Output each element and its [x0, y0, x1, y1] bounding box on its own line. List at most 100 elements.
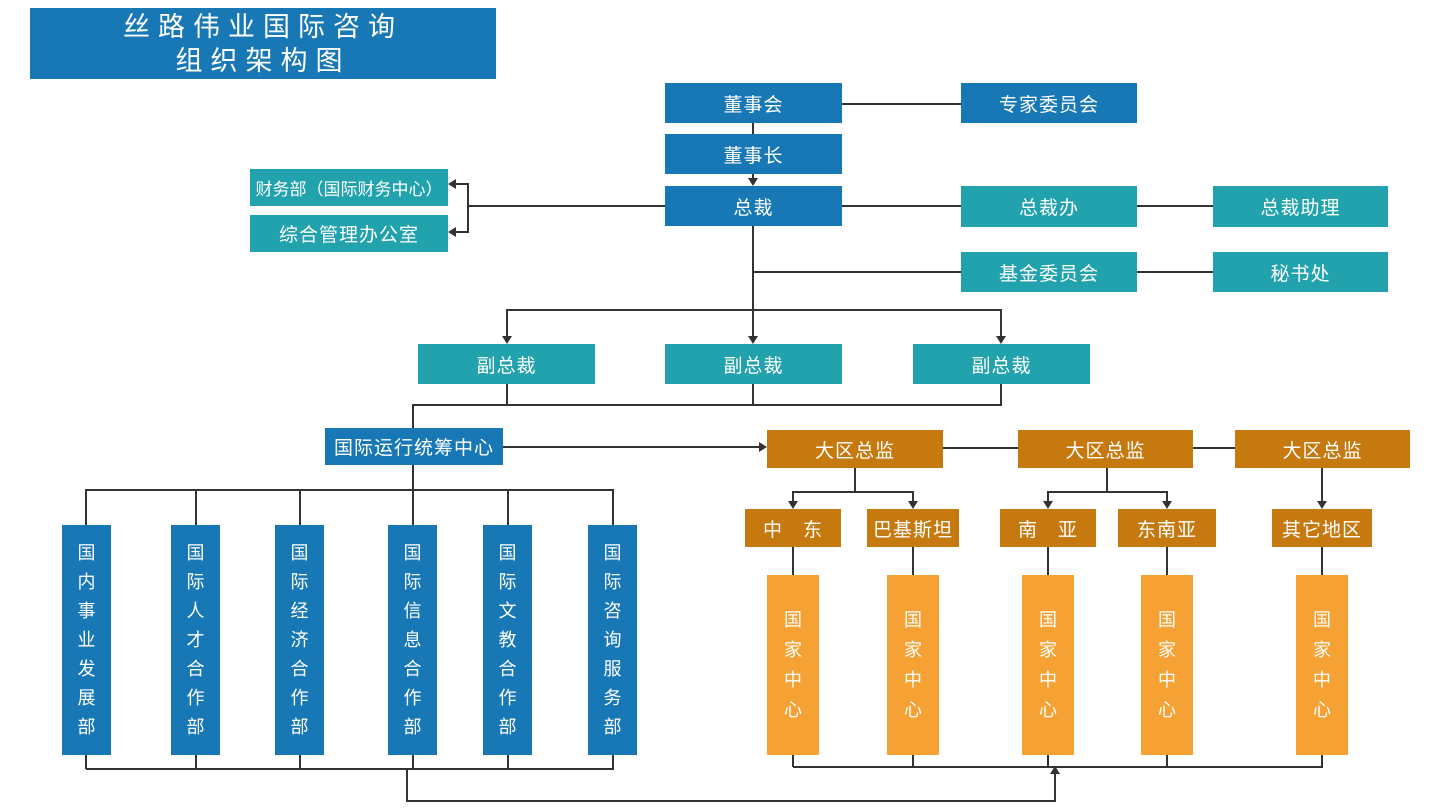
node-dept-intl-information-label: 国际信息合作部	[403, 542, 422, 737]
node-region-middle-east-label: 中 东	[762, 519, 823, 541]
node-dept-intl-consulting: 国际咨询服务部	[588, 525, 637, 755]
node-board: 董事会	[665, 83, 842, 123]
node-expert-committee: 专家委员会	[961, 83, 1137, 123]
node-region-middle-east: 中 东	[745, 509, 841, 547]
node-intl-operation-center: 国际运行统筹中心	[325, 428, 503, 465]
line-left-branch-vertical	[467, 183, 469, 233]
node-vice-president-1-label: 副总裁	[476, 355, 537, 377]
line-cc5-stub	[1321, 755, 1323, 767]
node-vice-president-3-label: 副总裁	[971, 355, 1032, 377]
arrow-into-president	[748, 178, 758, 186]
line-dept5-feed	[507, 489, 509, 525]
node-vice-president-2-label: 副总裁	[723, 355, 784, 377]
node-secretariat: 秘书处	[1213, 252, 1388, 292]
line-region5-cc	[1321, 547, 1323, 575]
node-president-office-label: 总裁办	[1018, 198, 1079, 219]
node-regional-director-1: 大区总监	[767, 430, 943, 468]
line-ops-feed	[412, 404, 414, 428]
line-vp2-stub	[752, 384, 754, 405]
node-intl-operation-center-label: 国际运行统筹中心	[333, 438, 494, 459]
arrow-into-finance	[448, 179, 456, 189]
line-middle-east-stem	[792, 491, 794, 501]
line-dept6-stub	[612, 755, 614, 769]
line-south-asia-stem	[1047, 491, 1049, 501]
line-region1-cc	[792, 547, 794, 575]
arrow-into-regional-director-1	[759, 442, 767, 452]
line-dept6-feed	[612, 489, 614, 525]
line-rd2-rd3	[1193, 447, 1235, 449]
line-president-office	[842, 205, 961, 207]
line-ops-to-regional	[503, 446, 759, 448]
line-dept4-feed	[412, 489, 414, 525]
node-region-south-asia-label: 南 亚	[1017, 519, 1078, 541]
node-region-other: 其它地区	[1272, 509, 1372, 547]
node-dept-intl-culture-label: 国际文教合作部	[498, 542, 517, 737]
node-regional-director-2-label: 大区总监	[1065, 440, 1146, 462]
arrow-into-vp1	[502, 336, 512, 344]
arrow-into-general-office	[448, 227, 456, 237]
chart-title: 丝路伟业国际咨询 组织架构图	[30, 8, 496, 79]
node-president: 总裁	[665, 186, 842, 226]
arrow-into-other-region	[1317, 501, 1327, 509]
node-country-center-1: 国家中心	[767, 575, 819, 755]
line-vp-top	[507, 309, 1002, 311]
node-finance-dept: 财务部（国际财务中心）	[250, 169, 448, 206]
line-vp2-feed	[752, 309, 754, 337]
node-regional-director-1-label: 大区总监	[814, 440, 895, 462]
node-country-center-5: 国家中心	[1296, 575, 1348, 755]
node-vice-president-1: 副总裁	[418, 344, 595, 384]
node-region-other-label: 其它地区	[1281, 519, 1362, 541]
line-vp1-feed	[506, 309, 508, 337]
node-president-office: 总裁办	[961, 186, 1137, 227]
line-board-expert	[842, 103, 961, 105]
line-dept1-feed	[85, 489, 87, 525]
node-fund-committee: 基金委员会	[961, 252, 1137, 292]
node-country-center-3-label: 国家中心	[1039, 610, 1057, 720]
chart-title-line1: 丝路伟业国际咨询	[123, 11, 403, 42]
node-dept-intl-culture: 国际文教合作部	[483, 525, 532, 755]
node-country-center-5-label: 国家中心	[1313, 610, 1331, 720]
line-bottom-loop-drop	[406, 768, 408, 801]
line-dept2-feed	[195, 489, 197, 525]
line-rd1-rd2	[943, 447, 1018, 449]
node-country-center-4: 国家中心	[1141, 575, 1193, 755]
node-dept-intl-economy: 国际经济合作部	[275, 525, 324, 755]
node-region-pakistan-label: 巴基斯坦	[872, 519, 953, 541]
node-country-center-1-label: 国家中心	[784, 610, 802, 720]
node-dept-intl-talent: 国际人才合作部	[171, 525, 220, 755]
node-region-southeast-asia-label: 东南亚	[1136, 519, 1197, 541]
line-office-assistant	[1137, 205, 1213, 207]
line-ops-down	[412, 465, 414, 490]
line-president-left	[468, 205, 665, 207]
line-dept3-feed	[299, 489, 301, 525]
node-general-office: 综合管理办公室	[250, 215, 448, 252]
line-dept-top	[86, 489, 614, 491]
node-chairman: 董事长	[665, 134, 842, 174]
line-cc4-stub	[1166, 755, 1168, 767]
line-fund-secretariat	[1137, 271, 1213, 273]
line-se-asia-stem	[1166, 491, 1168, 501]
line-bottom-loop-up	[1054, 774, 1056, 801]
node-regional-director-2: 大区总监	[1018, 430, 1193, 468]
line-region3-cc	[1047, 547, 1049, 575]
arrow-into-pakistan	[908, 501, 918, 509]
node-country-center-2: 国家中心	[887, 575, 939, 755]
line-cc1-stub	[792, 755, 794, 767]
node-dept-intl-consulting-label: 国际咨询服务部	[603, 542, 622, 737]
arrow-into-middle-east	[788, 501, 798, 509]
node-expert-committee-label: 专家委员会	[998, 94, 1099, 116]
node-finance-dept-label: 财务部（国际财务中心）	[255, 180, 443, 199]
node-region-pakistan: 巴基斯坦	[867, 509, 959, 547]
line-cc2-stub	[912, 755, 914, 767]
line-to-general-office	[456, 231, 468, 233]
line-vp-bottom	[413, 404, 1002, 406]
node-fund-committee-label: 基金委员会	[998, 263, 1099, 285]
node-region-south-asia: 南 亚	[1000, 509, 1096, 547]
line-bottom-loop	[406, 800, 1056, 802]
arrow-into-vp2	[748, 336, 758, 344]
line-dept1-stub	[85, 755, 87, 769]
arrow-into-vp3	[996, 336, 1006, 344]
node-regional-director-3-label: 大区总监	[1282, 440, 1363, 462]
line-dept-bottom	[86, 768, 614, 770]
line-region2-cc	[912, 547, 914, 575]
